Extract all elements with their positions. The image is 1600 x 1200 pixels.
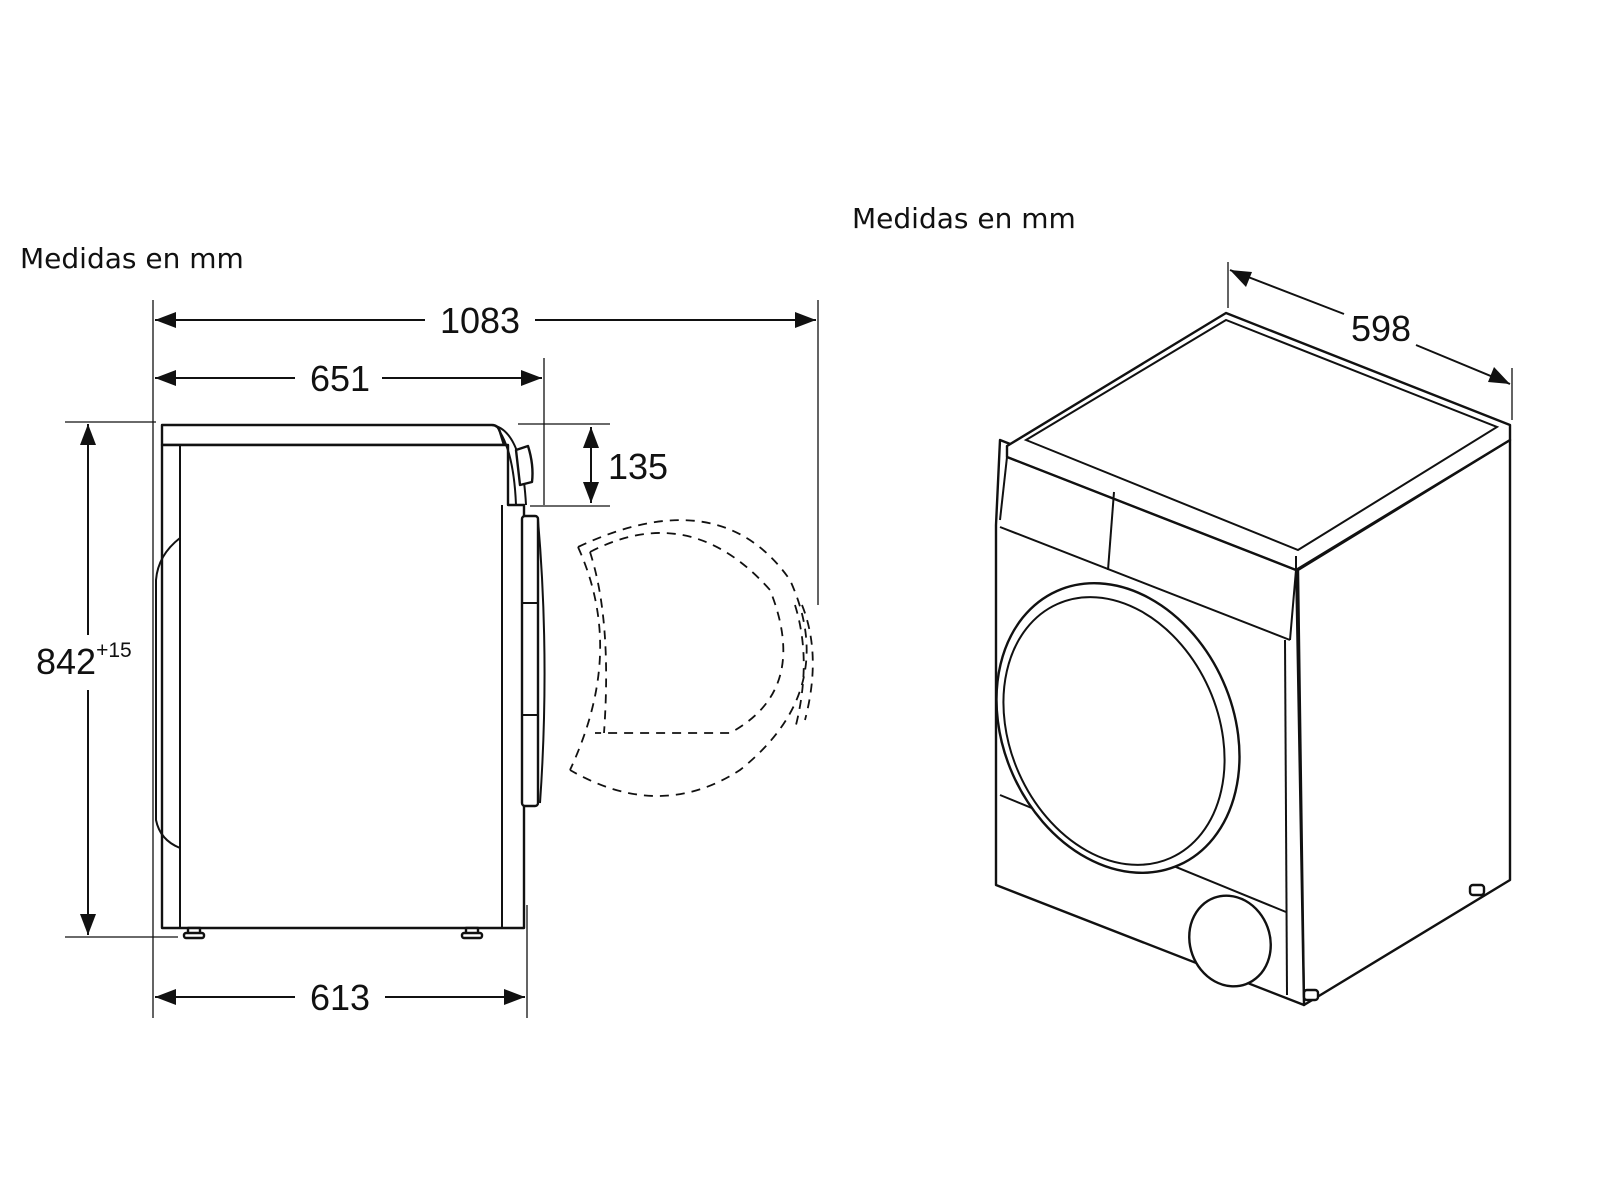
dimension-label-613: 613 <box>310 977 370 1018</box>
dimension-label-651: 651 <box>310 358 370 399</box>
perspective-view: Medidas en mm 598 <box>852 202 1513 1007</box>
door-swing-path <box>569 519 814 797</box>
dimension-651: 651 <box>155 358 542 399</box>
side-view: Medidas en mm 1083 651 <box>20 242 819 1018</box>
dimension-135: 135 <box>583 427 668 503</box>
dryer-side-outline <box>155 423 546 940</box>
dimension-label-1083: 1083 <box>440 300 520 341</box>
dimension-label-135: 135 <box>608 446 668 487</box>
dimension-label-842: 842+15 <box>36 639 132 682</box>
side-view-caption: Medidas en mm <box>20 242 244 275</box>
dimension-598: 598 <box>1227 262 1513 420</box>
dimension-842: 842+15 <box>36 424 132 935</box>
dryer-perspective-outline <box>994 311 1512 1007</box>
dimension-613: 613 <box>155 977 525 1018</box>
dimension-label-598: 598 <box>1351 308 1411 349</box>
perspective-view-caption: Medidas en mm <box>852 202 1076 235</box>
dimension-1083: 1083 <box>155 300 816 341</box>
